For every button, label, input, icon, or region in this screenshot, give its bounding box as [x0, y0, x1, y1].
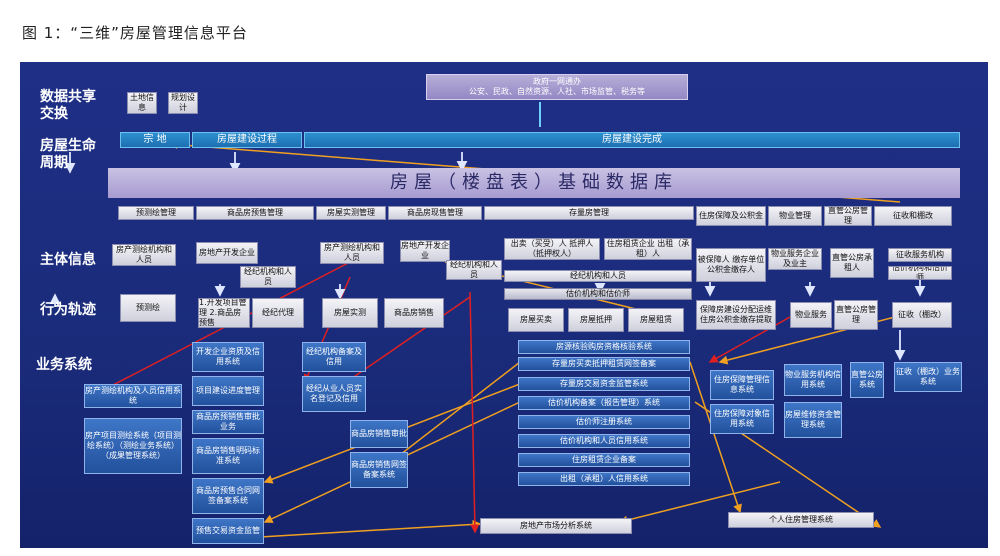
sys-appraiser-registry: 估价师注册系统: [518, 415, 690, 429]
subj-buyer-mortgagor: 出卖（买受）人 抵押人（抵押权人）: [504, 238, 600, 260]
sys-sale-approval: 商品房销售审批: [350, 420, 408, 448]
label-behavior-trace: 行为轨迹: [40, 302, 96, 318]
bhv-public-housing: 直管公房管理: [834, 300, 878, 330]
bhv-actual-survey: 房屋实测: [322, 298, 378, 328]
sys-rental-record: 住房租赁企业备案: [518, 453, 690, 467]
sys-dev-qualification: 开发企业资质及信用系统: [192, 342, 264, 372]
mgmt-spot-sale: 商品房现售管理: [388, 206, 482, 220]
sys-appraisal-record: 估价机构备案（报告管理）系统: [518, 396, 690, 410]
lifecycle-building: 房屋建设过程: [192, 132, 302, 148]
subj-broker-3: 经纪机构和人员: [504, 270, 692, 282]
sys-presale-contract: 商品房预售合同网签备案系统: [192, 478, 264, 514]
label-data-exchange: 数据共享交换: [40, 89, 96, 122]
bhv-mortgage: 房屋抵押: [568, 308, 624, 332]
bhv-security-distribution: 保障房建设分配运维 住房公积金缴存提取: [696, 300, 776, 330]
bhv-presale: 1.开发项目管理 2.商品房预售: [198, 298, 250, 328]
bhv-requisition: 征收（棚改）: [892, 302, 952, 328]
mgmt-security-fund: 住房保障及公积金: [696, 206, 766, 226]
sys-security-mgmt: 住房保障管理信息系统: [710, 370, 774, 400]
sys-personal-housing: 个人住房管理系统: [728, 512, 874, 528]
mgmt-stock-housing: 存量房管理: [484, 206, 694, 220]
sys-security-credit: 住房保障对象信用系统: [710, 404, 774, 434]
subj-developer: 房地产开发企业: [196, 242, 258, 264]
foundation-database: 房屋（楼盘表）基础数据库: [108, 168, 960, 198]
sys-check-system: 房源核验购房资格核验系统: [518, 340, 690, 354]
subj-survey-org-2: 房产测绘机构和人员: [320, 242, 384, 264]
sys-project-progress: 项目建设进度管理: [192, 376, 264, 406]
sys-requisition: 征收（棚改）业务系统: [894, 362, 962, 392]
bhv-pre-survey: 预测绘: [120, 294, 176, 322]
lifecycle-zongdi: 宗 地: [120, 132, 190, 148]
sys-maintenance-fund: 房屋维修资金管理系统: [784, 402, 842, 438]
sys-property-credit: 物业服务机构信用系统: [784, 364, 842, 396]
mgmt-presale: 商品房预售管理: [196, 206, 314, 220]
label-lifecycle: 房屋生命周期: [40, 138, 96, 171]
mgmt-public-housing: 直管公房管理: [824, 206, 872, 226]
sys-survey-credit: 房产测绘机构及人员信用系统: [84, 384, 182, 408]
subj-developer-2: 房地产开发企业: [400, 240, 450, 262]
gov-one-network: 政府一网通办 公安、民政、自然资源、人社、市场监管、税务等: [426, 74, 688, 100]
gov-title: 政府一网通办: [533, 77, 581, 86]
sys-presale-approval: 商品房预销售审批业务: [192, 410, 264, 434]
subj-rental-company: 住房租赁企业 出租（承租）人: [604, 238, 692, 260]
sys-presale-fund: 预售交易资金监管: [192, 518, 264, 544]
subj-broker-2: 经纪机构和人员: [446, 260, 502, 280]
subj-appraiser: 估价机构和估价师: [504, 288, 692, 300]
plan-design: 规划设计: [168, 92, 198, 114]
gov-departments: 公安、民政、自然资源、人社、市场监管、税务等: [469, 87, 645, 96]
subj-survey-org: 房产测绘机构和人员: [112, 244, 176, 266]
sys-appraisal-credit: 估价机构和人员信用系统: [518, 434, 690, 448]
land-info: 土地信息: [127, 92, 157, 114]
lifecycle-completed: 房屋建设完成: [304, 132, 960, 148]
bhv-spot-sale: 商品房销售: [384, 298, 444, 328]
sys-fund-supervision: 存量房交易资金监管系统: [518, 377, 690, 391]
sys-sale-contract: 商品房销售网签备案系统: [350, 452, 408, 488]
sys-market-analysis: 房地产市场分析系统: [480, 518, 632, 534]
subj-broker-1: 经纪机构和人员: [240, 266, 296, 288]
subj-housing-security: 被保障人 缴存单位 公积金缴存人: [696, 248, 766, 282]
figure-caption: 图 1：“三维”房屋管理信息平台: [22, 24, 248, 42]
sys-broker-staff: 经纪从业人员实名登记及信用: [302, 376, 366, 412]
bhv-broker-agency: 经纪代理: [252, 298, 304, 328]
sys-survey-project: 房产项目测绘系统（项目测绘系统）（测绘业务系统）（成果管理系统）: [84, 418, 182, 474]
sys-code-standard: 商品房销售明码标准系统: [192, 438, 264, 474]
label-business-system: 业务系统: [36, 357, 92, 373]
mgmt-actual-survey: 房屋实测管理: [316, 206, 386, 220]
sys-broker-record: 经纪机构备案及信用: [302, 342, 366, 372]
subj-public-housing: 直管公房承租人: [830, 248, 874, 278]
sys-public-housing: 直管公房系统: [850, 362, 884, 398]
sys-lease-credit: 出租（承租）人信用系统: [518, 472, 690, 486]
bhv-buy-sell: 房屋买卖: [508, 308, 564, 332]
subj-property-company: 物业服务企业 及业主: [768, 248, 822, 270]
mgmt-requisition: 征收和棚改: [874, 206, 952, 226]
mgmt-pre-survey: 预测绘管理: [118, 206, 194, 220]
platform-diagram: 数据共享交换 房屋生命周期 主体信息 行为轨迹 业务系统 政府一网通办 公安、民…: [20, 62, 988, 548]
bhv-lease: 房屋租赁: [628, 308, 684, 332]
mgmt-property: 物业管理: [768, 206, 822, 226]
subj-appraiser-2: 估价机构和估价师: [888, 266, 952, 280]
subj-requisition-org: 征收服务机构: [888, 248, 952, 262]
sys-stock-contract: 存量房买卖抵押租赁网签备案: [518, 357, 690, 371]
bhv-property-service: 物业服务: [790, 302, 832, 328]
label-subject-info: 主体信息: [40, 252, 96, 268]
